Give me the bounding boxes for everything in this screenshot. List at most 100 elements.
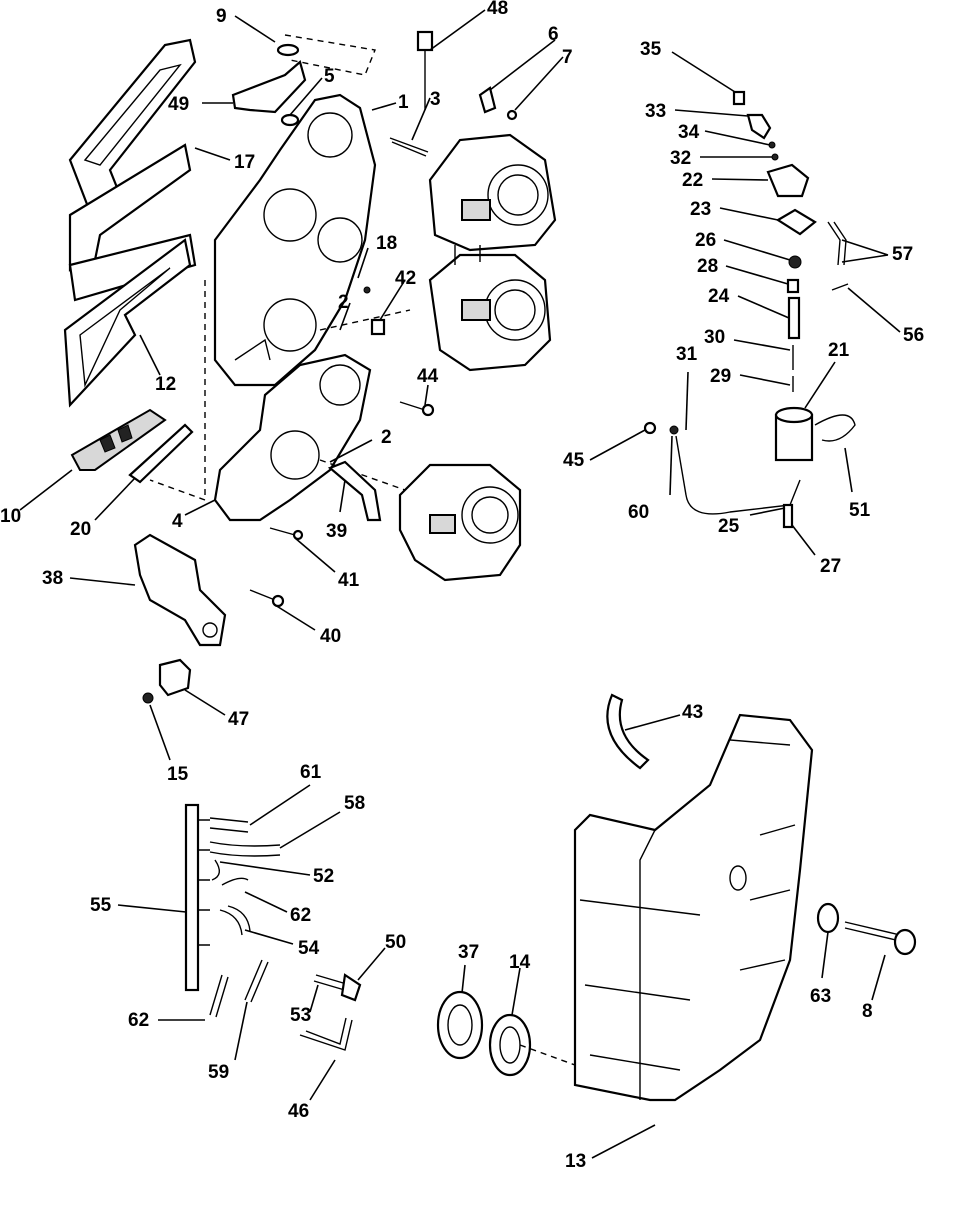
washer-60 [669, 425, 679, 435]
callout-57: 57 [892, 244, 913, 265]
hose-54 [219, 905, 251, 936]
cover-22 [766, 163, 810, 198]
callout-27: 27 [820, 556, 841, 577]
callout-18: 18 [376, 233, 397, 254]
screw-40 [249, 589, 285, 608]
bolt-8 [844, 921, 917, 956]
screw-15 [142, 692, 154, 704]
callout-2-lower: 2 [381, 427, 392, 448]
assembly-dashed-lines [149, 34, 411, 501]
hose-61 [209, 817, 249, 833]
callout-44: 44 [417, 366, 439, 387]
callout-52: 52 [313, 866, 334, 887]
cover-13 [573, 713, 814, 1102]
callout-55: 55 [90, 895, 112, 916]
fitting-33 [746, 113, 772, 140]
callout-17: 17 [234, 152, 255, 173]
callout-33: 33 [645, 101, 666, 122]
sleeve-42 [370, 318, 386, 336]
callout-31: 31 [676, 344, 698, 365]
gasket-23 [775, 208, 817, 236]
callout-43: 43 [682, 702, 703, 723]
carburetor-lower [398, 463, 522, 582]
callout-61: 61 [300, 762, 322, 783]
wire-31 [675, 435, 687, 496]
callout-5: 5 [324, 66, 335, 87]
callout-13: 13 [565, 1151, 586, 1172]
callout-20: 20 [70, 519, 91, 540]
bracket-49 [231, 60, 307, 114]
callout-41: 41 [338, 570, 360, 591]
callout-35: 35 [640, 39, 662, 60]
bracket-38 [133, 533, 227, 647]
callout-14: 14 [509, 952, 531, 973]
gasket-20 [128, 423, 194, 484]
screw-44 [399, 401, 435, 417]
callout-34: 34 [678, 122, 700, 143]
callout-48: 48 [487, 0, 508, 19]
intake-manifold-upper [213, 93, 377, 387]
screw-45 [643, 421, 657, 435]
tube-24 [787, 296, 801, 340]
callout-28: 28 [697, 256, 718, 277]
part-26 [788, 255, 802, 269]
intake-gasket-17 [68, 38, 197, 302]
callout-12: 12 [155, 374, 176, 395]
callout-4: 4 [172, 511, 183, 532]
callout-38: 38 [42, 568, 63, 589]
callout-50: 50 [385, 932, 406, 953]
bolt-48 [416, 30, 434, 110]
callout-6: 6 [548, 24, 559, 45]
callout-3: 3 [430, 89, 441, 110]
pin-18 [363, 286, 371, 294]
callout-1: 1 [398, 92, 409, 113]
seal-14 [488, 1013, 532, 1077]
callout-40: 40 [320, 626, 341, 647]
callout-62-upper: 62 [290, 905, 311, 926]
callout-29: 29 [710, 366, 731, 387]
callout-45: 45 [563, 450, 585, 471]
intake-gasket-12 [63, 238, 192, 408]
callout-7: 7 [562, 47, 573, 68]
carburetor-upper [428, 133, 557, 372]
callout-10: 10 [0, 506, 21, 527]
callout-58: 58 [344, 793, 365, 814]
leader-lines [19, 9, 901, 1159]
callout-32: 32 [670, 148, 691, 169]
strap-51 [814, 414, 856, 442]
wire-25 [685, 479, 801, 515]
callout-51: 51 [849, 500, 871, 521]
callout-9: 9 [216, 6, 227, 27]
callout-labels: 9 48 6 7 5 49 1 3 17 18 42 2 12 44 2 10 … [0, 0, 924, 1172]
callout-56: 56 [903, 325, 924, 346]
callout-2-upper: 2 [338, 292, 349, 313]
manifold-bar-55 [184, 803, 210, 992]
washer-5 [280, 113, 300, 127]
hose-62-upper [221, 877, 249, 886]
part-47 [158, 658, 192, 697]
callout-63: 63 [810, 986, 831, 1007]
hose-57 [827, 221, 847, 266]
callout-60: 60 [628, 502, 649, 523]
callout-47: 47 [228, 709, 249, 730]
callout-62-lower: 62 [128, 1010, 149, 1031]
solenoid-21 [774, 406, 814, 462]
callout-46: 46 [288, 1101, 309, 1122]
screw-41 [269, 527, 304, 541]
callout-25: 25 [718, 516, 740, 537]
stud-3 [389, 137, 429, 157]
callout-8: 8 [862, 1001, 873, 1022]
hose-58 [209, 841, 281, 857]
tee-50 [340, 973, 362, 1002]
callout-21: 21 [828, 340, 850, 361]
clip-52 [211, 859, 220, 881]
callout-23: 23 [690, 199, 711, 220]
clip-6 [478, 86, 497, 114]
callout-22: 22 [682, 170, 703, 191]
intake-manifold-lower [213, 353, 372, 522]
hose-39 [327, 460, 382, 522]
fitting-59 [244, 959, 269, 1003]
washer-63 [816, 902, 840, 934]
leaf-plate-10 [70, 408, 167, 471]
